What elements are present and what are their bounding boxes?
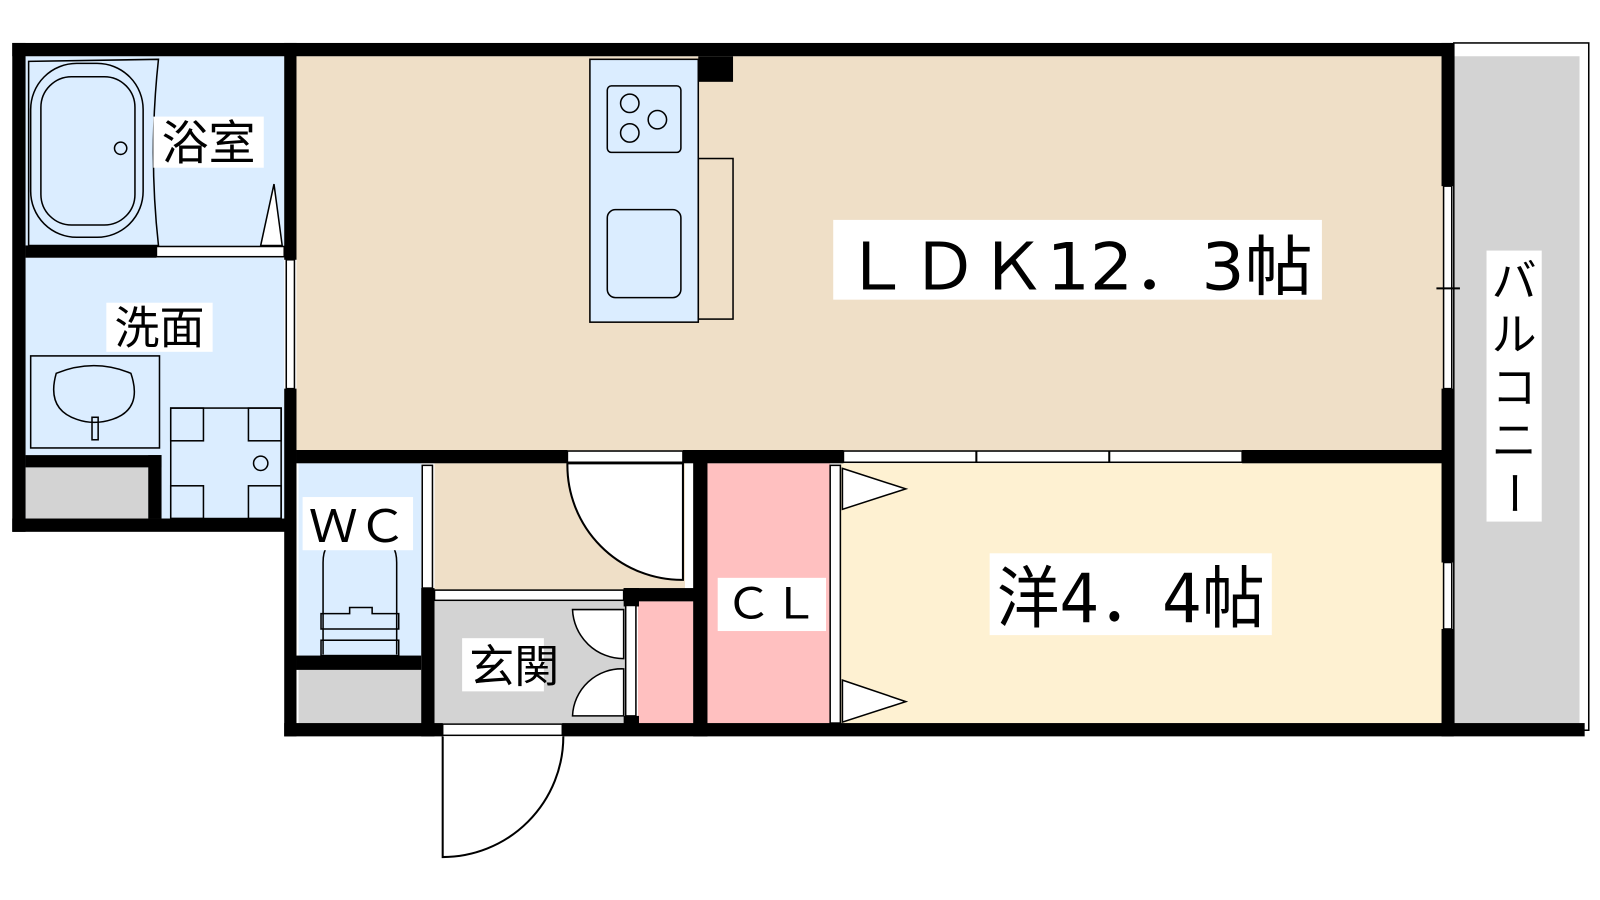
balcony-char: ー bbox=[1487, 470, 1540, 515]
label-bg bbox=[1486, 250, 1542, 522]
closet-label: ＣＬ bbox=[725, 580, 819, 630]
balcony-char: コ bbox=[1492, 361, 1537, 414]
front-door-frame bbox=[441, 723, 564, 737]
washroom-label: 洗面 bbox=[115, 302, 205, 355]
hall-door-frame bbox=[433, 589, 625, 602]
entrance-label: 玄関 bbox=[469, 640, 559, 693]
wc-area bbox=[298, 463, 422, 658]
shoe-door-swing bbox=[571, 608, 625, 717]
balcony-char: ル bbox=[1492, 308, 1537, 361]
wc-door bbox=[421, 464, 434, 589]
sink-icon bbox=[29, 355, 161, 449]
storage-gray bbox=[25, 467, 149, 519]
label-bg bbox=[717, 577, 827, 632]
wash-window bbox=[285, 259, 296, 390]
western-window bbox=[1442, 561, 1453, 630]
label-bg bbox=[153, 116, 264, 168]
wc-storage-gray bbox=[298, 669, 422, 724]
front-door-swing bbox=[441, 736, 565, 859]
ldk-label: ＬＤＫ12．3帖 bbox=[842, 229, 1312, 305]
western-room-label: 洋4．4帖 bbox=[997, 559, 1265, 638]
label-bg bbox=[106, 302, 213, 352]
closet-door-frame bbox=[829, 464, 842, 724]
balcony-char: バ bbox=[1492, 255, 1537, 308]
kitchen-counter-icon bbox=[589, 58, 734, 323]
walls bbox=[12, 42, 1585, 737]
label-bg bbox=[833, 219, 1322, 300]
bath-label: 浴室 bbox=[162, 117, 256, 172]
washing-machine-icon bbox=[169, 407, 282, 520]
shoe-closet-door-frame bbox=[624, 604, 637, 717]
label-bg bbox=[302, 497, 414, 551]
label-bg bbox=[462, 638, 544, 692]
toilet-icon bbox=[320, 541, 400, 657]
shoe-closet bbox=[637, 601, 694, 724]
label-bg bbox=[989, 553, 1272, 636]
wc-label: ＷＣ bbox=[309, 500, 407, 553]
balcony-char: ニ bbox=[1492, 414, 1537, 467]
ldk-door-frame bbox=[566, 450, 684, 464]
sliding-door bbox=[842, 450, 1243, 464]
bath-door bbox=[155, 245, 285, 258]
ldk-door-swing bbox=[566, 462, 684, 581]
closet-door-swing bbox=[841, 467, 909, 724]
balcony-label: バ ル コ ニ ー bbox=[1487, 255, 1540, 516]
bath-door-swing bbox=[259, 183, 284, 247]
